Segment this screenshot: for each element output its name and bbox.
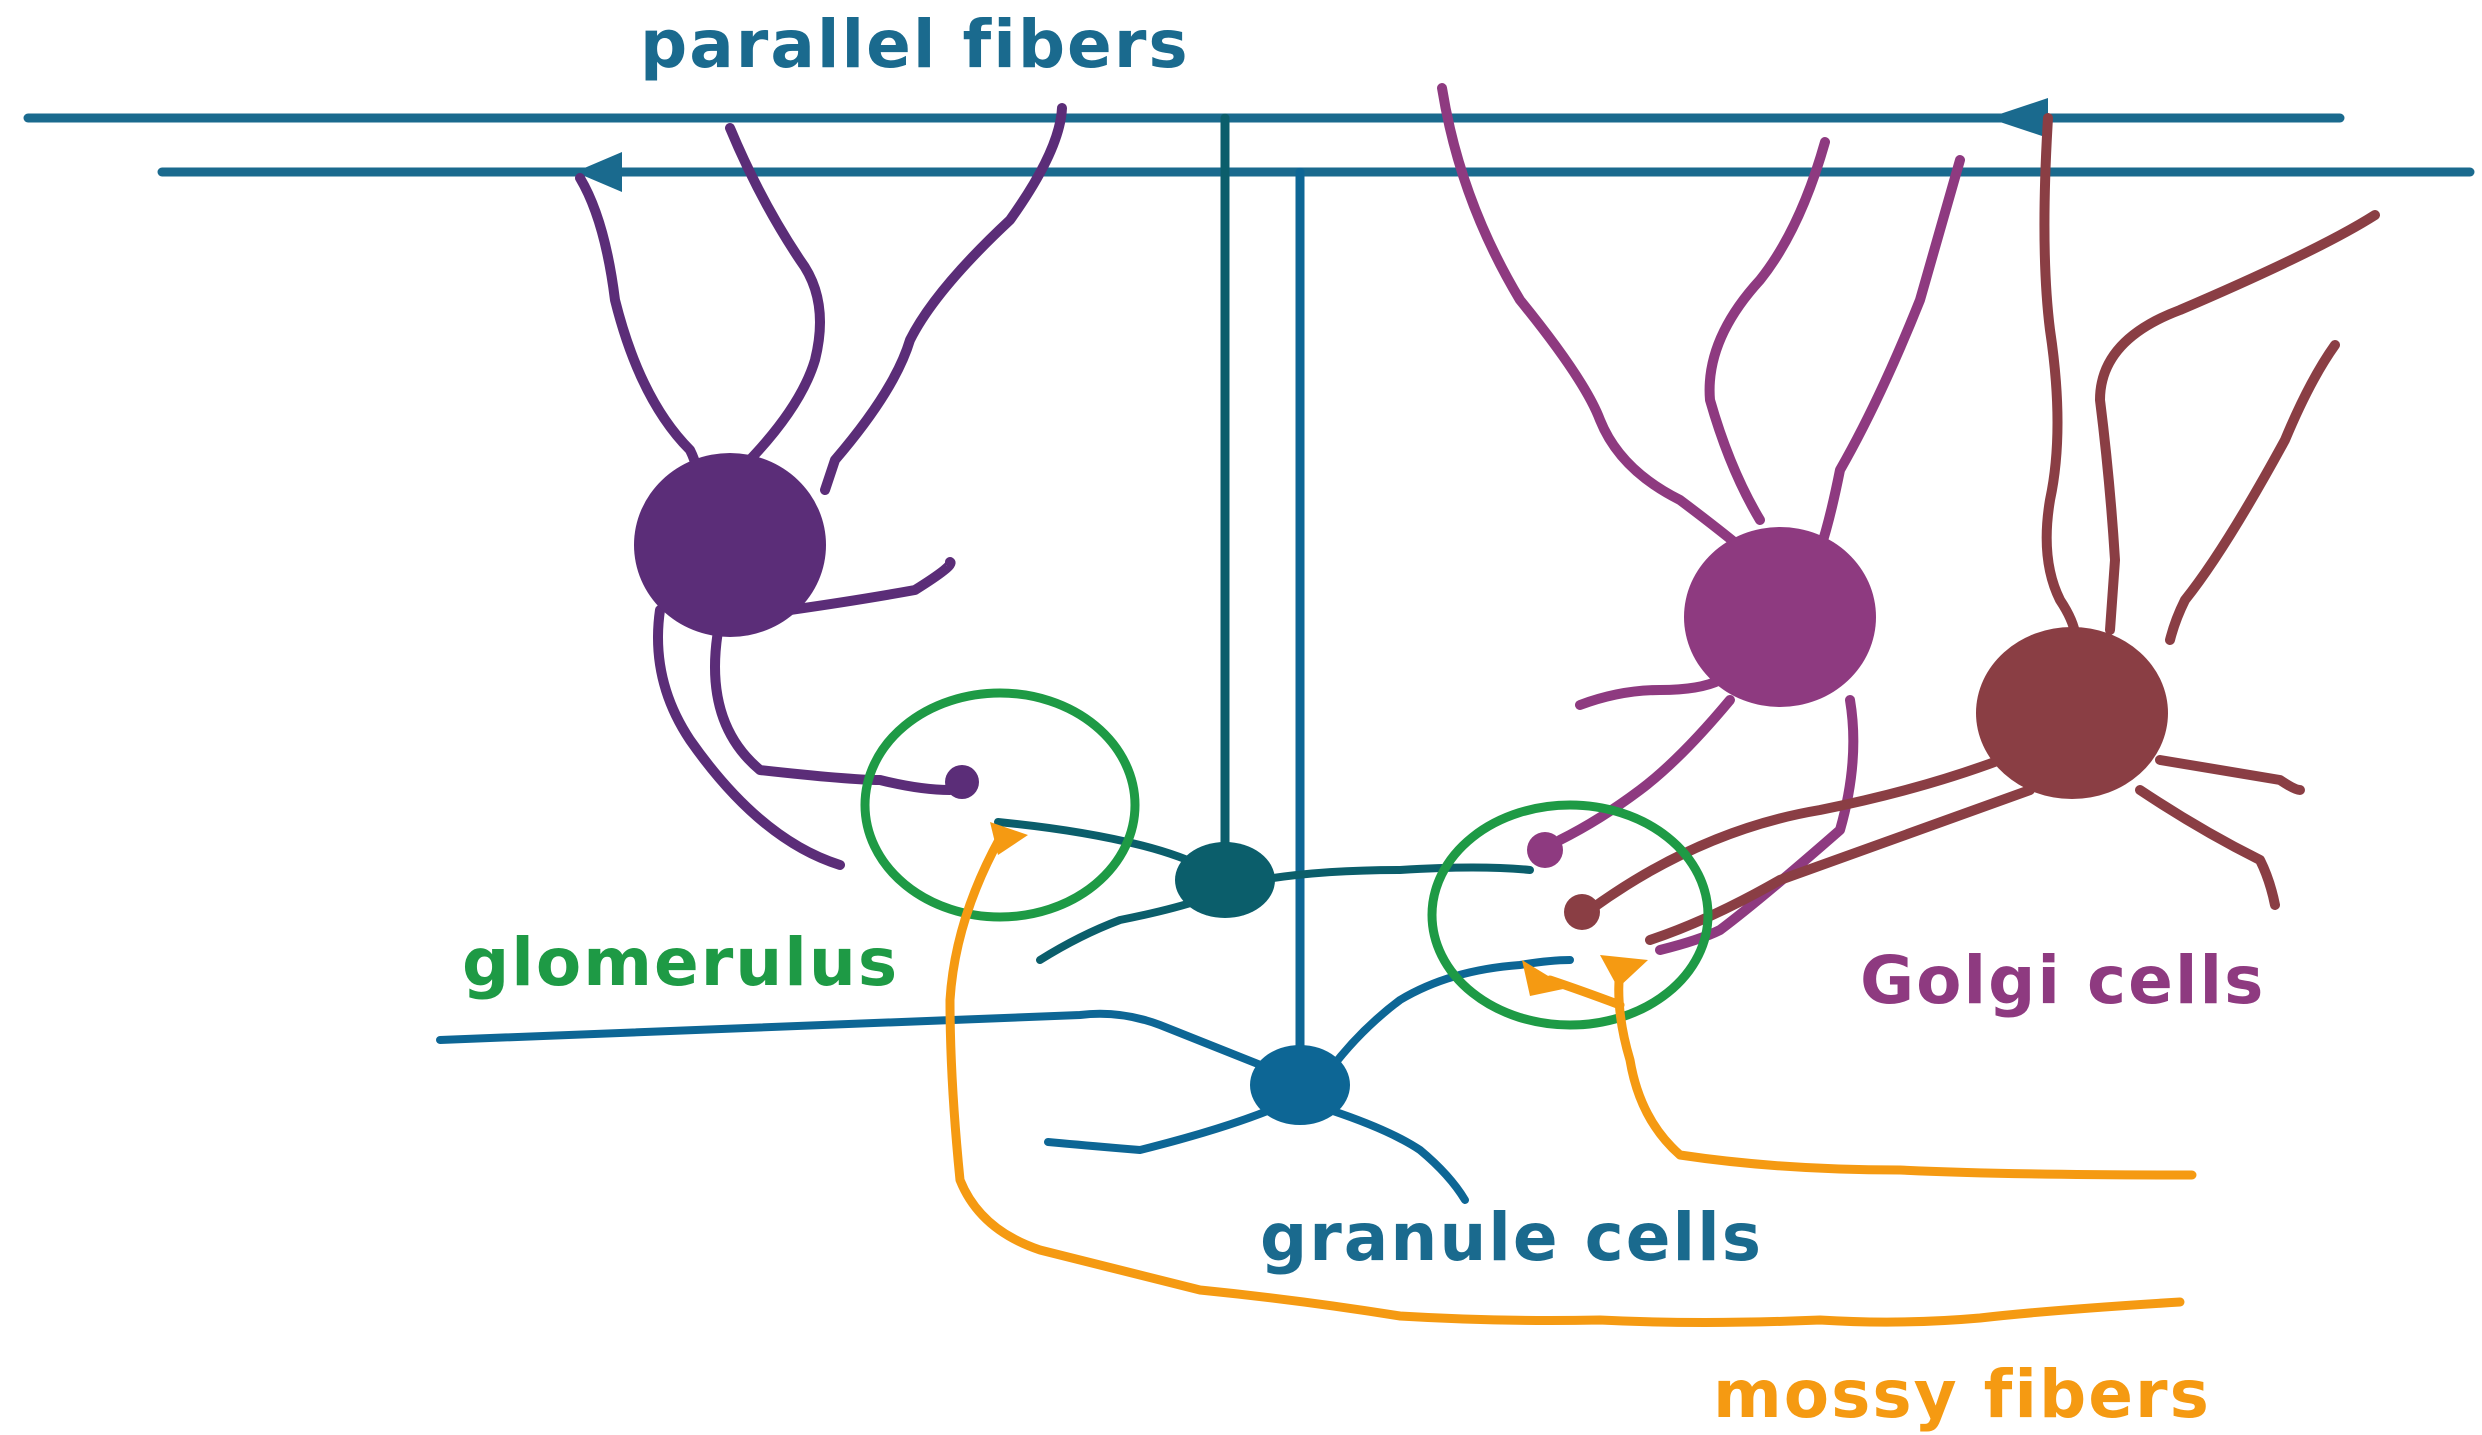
label-granule-cells: granule cells xyxy=(1260,1199,1764,1276)
mossy-terminal-right-1 xyxy=(1522,960,1568,996)
golgi-soma-right xyxy=(1976,627,2168,799)
glomerulus-left xyxy=(860,688,1140,922)
parallel-fibers xyxy=(23,98,2475,192)
golgi-terminal-middle xyxy=(1527,832,1563,868)
granule-cell-lower xyxy=(1044,956,1574,1204)
label-mossy-fibers: mossy fibers xyxy=(1713,1356,2211,1433)
label-golgi-cells: Golgi cells xyxy=(1860,942,2266,1019)
granule-cell-upper xyxy=(994,818,1534,964)
golgi-terminal-left xyxy=(945,765,979,799)
golgi-terminal-right xyxy=(1564,894,1600,930)
granule-soma-lower xyxy=(1250,1045,1350,1125)
golgi-cell-left xyxy=(575,103,1067,870)
glomerulus-right xyxy=(1427,800,1713,1030)
parallel-fiber-arrowhead-right xyxy=(1988,98,2048,138)
granule-soma-upper xyxy=(1175,842,1275,918)
golgi-soma-left xyxy=(634,453,826,637)
label-glomerulus: glomerulus xyxy=(462,924,900,1001)
parallel-fiber-arrowhead-left xyxy=(575,152,622,192)
mossy-fibers xyxy=(945,822,2197,1327)
mossy-fiber-long xyxy=(945,833,2185,1327)
granule-axon-lower-left xyxy=(436,1009,1302,1084)
golgi-cell-right xyxy=(1564,113,2380,945)
glomeruli xyxy=(860,688,1713,1030)
golgi-cell-middle xyxy=(1437,83,1965,955)
mossy-terminal-left xyxy=(990,822,1028,855)
golgi-soma-middle xyxy=(1684,527,1876,707)
label-parallel-fibers: parallel fibers xyxy=(640,6,1190,83)
mossy-terminal-right-2 xyxy=(1600,955,1648,988)
